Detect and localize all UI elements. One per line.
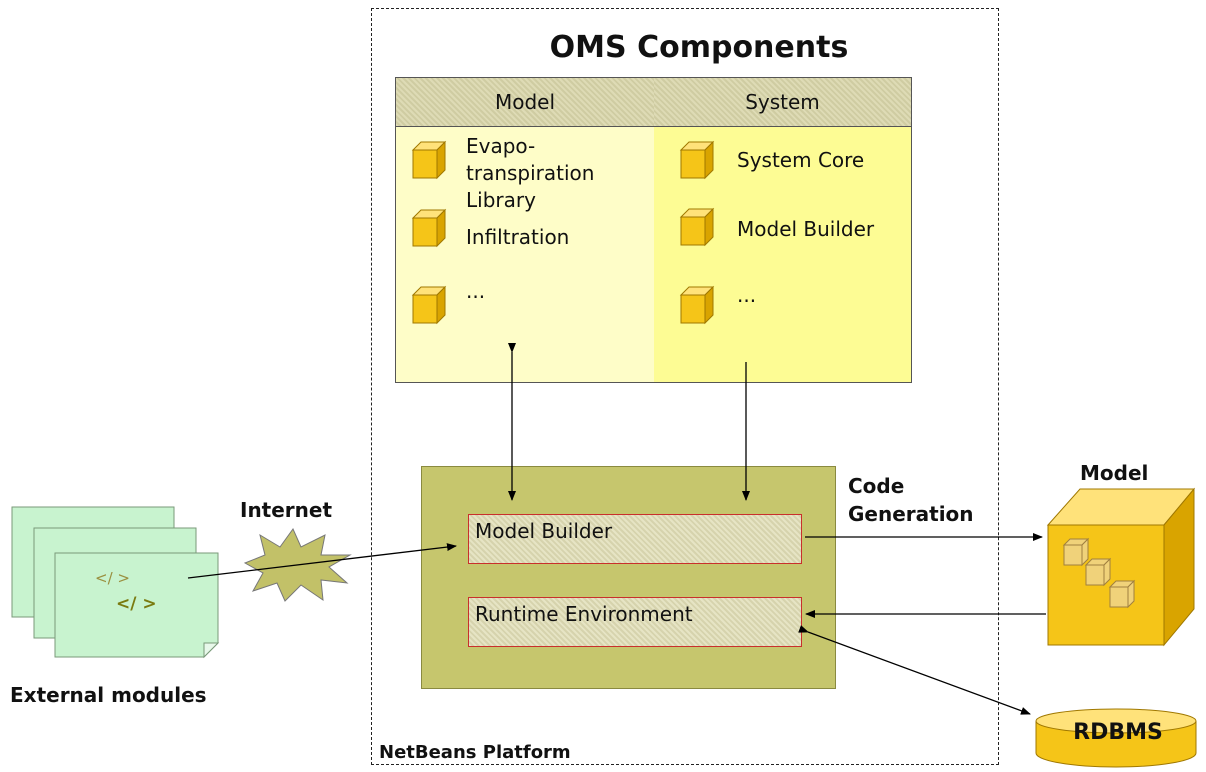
system-column-header: System bbox=[654, 78, 911, 127]
diagram-title: OMS Components bbox=[549, 30, 849, 65]
oms-components-table: Model Evapo- transpiration Library Infil… bbox=[395, 77, 912, 383]
system-item-model-builder: Model Builder bbox=[737, 217, 875, 241]
netbeans-platform-boundary bbox=[371, 8, 999, 765]
model-item-evapo-1: Evapo- bbox=[466, 134, 536, 158]
model-builder-box: Model Builder bbox=[468, 514, 802, 564]
model-item-more: ... bbox=[466, 279, 486, 303]
external-modules-label: External modules bbox=[10, 683, 207, 707]
internet-burst-icon bbox=[243, 528, 352, 602]
code-generation-label-1: Code bbox=[848, 474, 905, 498]
runtime-environment-box: Runtime Environment bbox=[468, 597, 802, 647]
model-item-evapo-2: transpiration bbox=[466, 161, 595, 185]
cube-icon-evapo bbox=[412, 141, 446, 179]
code-glyph-1: </ > bbox=[95, 569, 130, 587]
model-output-label: Model bbox=[1080, 461, 1149, 485]
cube-icon-infiltration bbox=[412, 209, 446, 247]
cube-icon-system-more bbox=[680, 286, 714, 324]
rdbms-label: RDBMS bbox=[1073, 720, 1163, 745]
cube-icon-system-core bbox=[680, 141, 714, 179]
model-output-cube-icon bbox=[1046, 487, 1196, 647]
code-glyph-2: </ > bbox=[116, 594, 157, 614]
model-item-evapo-3: Library bbox=[466, 188, 536, 212]
system-column: System System Core Model Builder ... bbox=[654, 78, 911, 382]
code-generation-label-2: Generation bbox=[848, 502, 974, 526]
model-item-infiltration: Infiltration bbox=[466, 225, 570, 249]
rdbms-database-icon bbox=[1035, 708, 1197, 768]
system-item-core: System Core bbox=[737, 148, 865, 172]
external-modules-icon bbox=[11, 506, 220, 659]
model-column-header: Model bbox=[396, 78, 654, 127]
runtime-container: Model Builder Runtime Environment bbox=[421, 466, 836, 689]
internet-label: Internet bbox=[240, 498, 333, 522]
system-item-more: ... bbox=[737, 283, 757, 307]
cube-icon-model-builder bbox=[680, 208, 714, 246]
platform-label: NetBeans Platform bbox=[379, 742, 571, 763]
model-column: Model Evapo- transpiration Library Infil… bbox=[396, 78, 655, 382]
cube-icon-model-more bbox=[412, 286, 446, 324]
